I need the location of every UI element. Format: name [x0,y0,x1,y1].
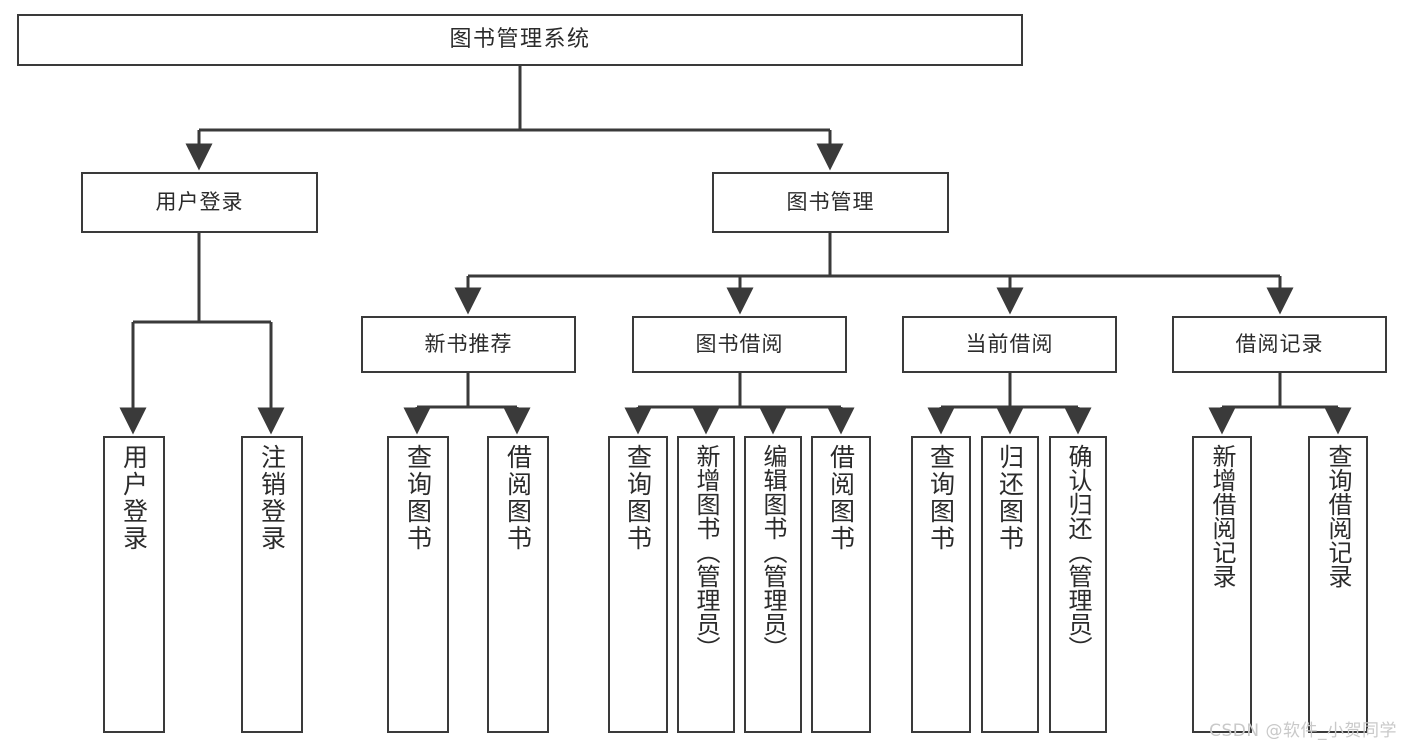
node-user-login[interactable]: 用户登录 [81,172,318,233]
node-label: 图书借阅 [695,332,784,357]
node-label: 新增图书（管理员） [692,444,720,660]
node-book-management[interactable]: 图书管理 [712,172,949,233]
leaf-borrow-record-add-record[interactable]: 新增借阅记录 [1192,436,1252,733]
node-book-borrow[interactable]: 图书借阅 [632,316,847,373]
leaf-current-borrow-confirm-return-admin[interactable]: 确认归还（管理员） [1049,436,1107,733]
leaf-new-book-borrow-book[interactable]: 借阅图书 [487,436,549,733]
node-label: 查询图书 [623,444,653,552]
node-current-borrow[interactable]: 当前借阅 [902,316,1117,373]
node-label: 借阅记录 [1235,332,1324,357]
node-label: 查询图书 [403,444,433,552]
node-label: 归还图书 [995,444,1025,552]
leaf-book-borrow-query-book[interactable]: 查询图书 [608,436,668,733]
leaf-book-borrow-borrow-book[interactable]: 借阅图书 [811,436,871,733]
leaf-borrow-record-query-record[interactable]: 查询借阅记录 [1308,436,1368,733]
leaf-book-borrow-add-book-admin[interactable]: 新增图书（管理员） [677,436,735,733]
leaf-new-book-query-book[interactable]: 查询图书 [387,436,449,733]
leaf-book-borrow-edit-book-admin[interactable]: 编辑图书（管理员） [744,436,802,733]
node-label: 查询图书 [926,444,956,552]
leaf-current-borrow-return-book[interactable]: 归还图书 [981,436,1039,733]
csdn-watermark: CSDN @软件_小贺同学 [1209,721,1397,741]
node-label: 确认归还（管理员） [1064,444,1092,660]
node-label: 注销登录 [257,444,287,552]
node-borrow-record[interactable]: 借阅记录 [1172,316,1387,373]
node-label: 新增借阅记录 [1208,444,1236,588]
leaf-current-borrow-query-book[interactable]: 查询图书 [911,436,971,733]
node-label: 编辑图书（管理员） [759,444,787,660]
node-label: 借阅图书 [503,444,533,552]
node-label: 图书管理系统 [449,27,591,53]
leaf-user-login-user-login[interactable]: 用户登录 [103,436,165,733]
node-label: 查询借阅记录 [1324,444,1352,588]
node-root-book-management-system[interactable]: 图书管理系统 [17,14,1023,66]
node-label: 当前借阅 [965,332,1054,357]
node-new-book-recommend[interactable]: 新书推荐 [361,316,576,373]
node-label: 图书管理 [786,190,875,215]
leaf-user-login-logout[interactable]: 注销登录 [241,436,303,733]
node-label: 借阅图书 [826,444,856,552]
node-label: 新书推荐 [424,332,513,357]
node-label: 用户登录 [119,444,149,552]
node-label: 用户登录 [155,190,244,215]
